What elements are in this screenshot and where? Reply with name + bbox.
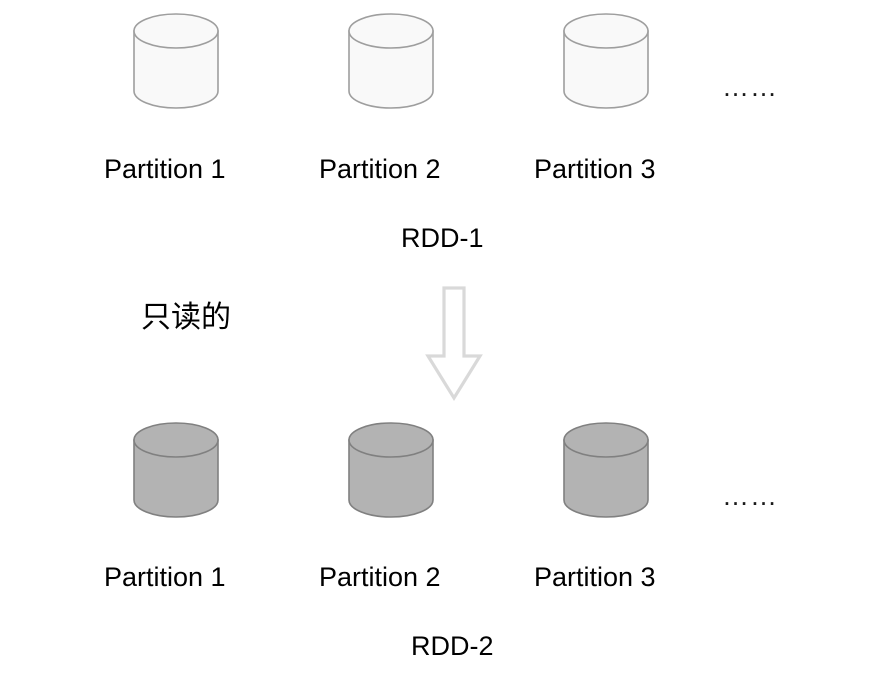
cylinder-rdd1-partition-2: [348, 13, 434, 109]
label-rdd1-partition-2: Partition 2: [319, 154, 441, 184]
label-rdd1-partition-1: Partition 1: [104, 154, 226, 184]
cylinder-rdd2-partition-1: [133, 422, 219, 518]
ellipsis-rdd2: ……: [722, 481, 778, 511]
down-arrow-icon: [425, 286, 486, 402]
readonly-annotation: 只读的: [141, 301, 231, 334]
cylinder-rdd2-partition-3: [563, 422, 649, 518]
label-rdd1-partition-3: Partition 3: [534, 154, 656, 184]
label-rdd2-partition-2: Partition 2: [319, 562, 441, 592]
cylinder-rdd2-partition-2: [348, 422, 434, 518]
label-rdd2-partition-3: Partition 3: [534, 562, 656, 592]
label-rdd-1: RDD-1: [401, 223, 484, 253]
label-rdd2-partition-1: Partition 1: [104, 562, 226, 592]
label-rdd-2: RDD-2: [411, 631, 494, 661]
ellipsis-rdd1: ……: [722, 72, 778, 102]
cylinder-rdd1-partition-3: [563, 13, 649, 109]
cylinder-rdd1-partition-1: [133, 13, 219, 109]
